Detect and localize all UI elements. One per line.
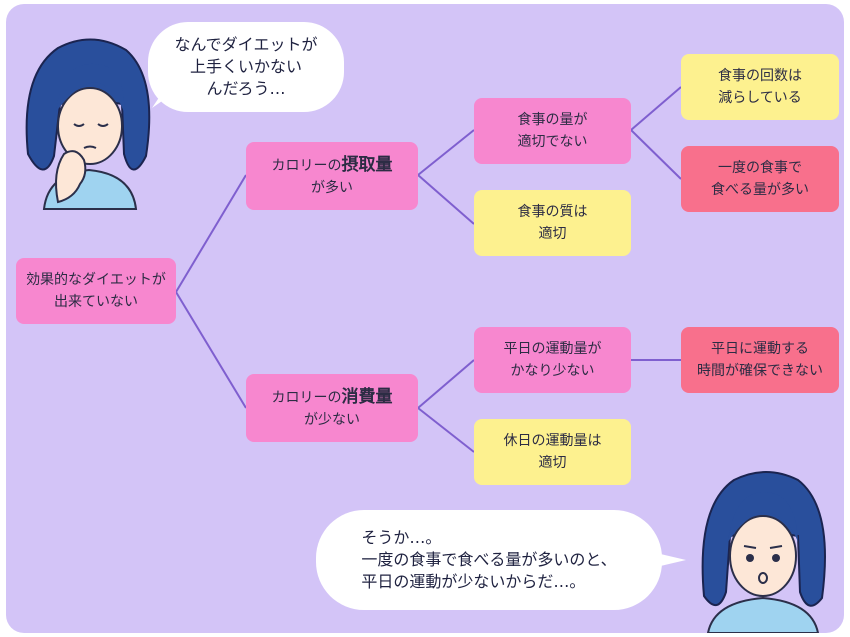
- realizing-woman-illustration: [701, 471, 826, 633]
- meal-quality-node: 食事の質は 適切: [474, 190, 631, 256]
- connector-bottom-holiday: [417, 407, 475, 453]
- thought-bubble-text: なんでダイエットが 上手くいかない んだろう…: [174, 35, 318, 98]
- calorie-intake-emphasis: 摂取量: [341, 154, 393, 175]
- root-node-text: 効果的なダイエットが 出来ていない: [26, 272, 166, 310]
- meal-amount-node: 食事の量が 適切でない: [474, 98, 631, 164]
- calorie-burn-suffix: が少ない: [304, 411, 360, 428]
- calorie-intake-suffix: が多い: [311, 179, 353, 196]
- calorie-intake-node: カロリーの摂取量 が多い: [246, 142, 418, 210]
- meal-count-text: 食事の回数は 減らしている: [718, 68, 802, 106]
- meal-portion-text: 一度の食事で 食べる量が多い: [711, 160, 809, 198]
- connector-bottom-weekday: [417, 359, 475, 409]
- thought-bubble: なんでダイエットが 上手くいかない んだろう…: [148, 22, 344, 112]
- calorie-burn-emphasis: 消費量: [341, 386, 393, 407]
- holiday-exercise-node: 休日の運動量は 適切: [474, 419, 631, 485]
- calorie-intake-prefix: カロリーの: [271, 157, 342, 174]
- no-time-node: 平日に運動する 時間が確保できない: [681, 327, 839, 393]
- connector-amount-count: [630, 86, 682, 131]
- speech-bubble-text: そうか…。 一度の食事で食べる量が多いのと、 平日の運動が少ないからだ…。: [361, 528, 617, 591]
- meal-count-node: 食事の回数は 減らしている: [681, 54, 839, 120]
- calorie-burn-line1: カロリーの消費量: [272, 386, 393, 409]
- calorie-burn-prefix: カロリーの: [271, 389, 342, 406]
- speech-bubble-tail: [652, 552, 686, 568]
- calorie-intake-line1: カロリーの摂取量: [272, 154, 393, 177]
- meal-amount-text: 食事の量が 適切でない: [517, 112, 588, 150]
- weekday-exercise-text: 平日の運動量が かなり少ない: [503, 341, 602, 379]
- weekday-exercise-node: 平日の運動量が かなり少ない: [474, 327, 631, 393]
- connector-top-amount: [417, 129, 475, 176]
- meal-quality-text: 食事の質は 適切: [517, 204, 588, 242]
- speech-bubble: そうか…。 一度の食事で食べる量が多いのと、 平日の運動が少ないからだ…。: [316, 510, 662, 610]
- connector-root-bottom: [175, 291, 247, 409]
- no-time-text: 平日に運動する 時間が確保できない: [697, 341, 823, 379]
- connector-amount-portion: [630, 129, 682, 180]
- thinking-woman-illustration: [25, 38, 151, 210]
- root-node: 効果的なダイエットが 出来ていない: [16, 258, 176, 324]
- connector-top-quality: [417, 174, 475, 225]
- meal-portion-node: 一度の食事で 食べる量が多い: [681, 146, 839, 212]
- calorie-burn-node: カロリーの消費量 が少ない: [246, 374, 418, 442]
- thought-bubble-tail: [152, 84, 178, 108]
- holiday-exercise-text: 休日の運動量は 適切: [503, 433, 602, 471]
- connector-root-top: [175, 174, 247, 293]
